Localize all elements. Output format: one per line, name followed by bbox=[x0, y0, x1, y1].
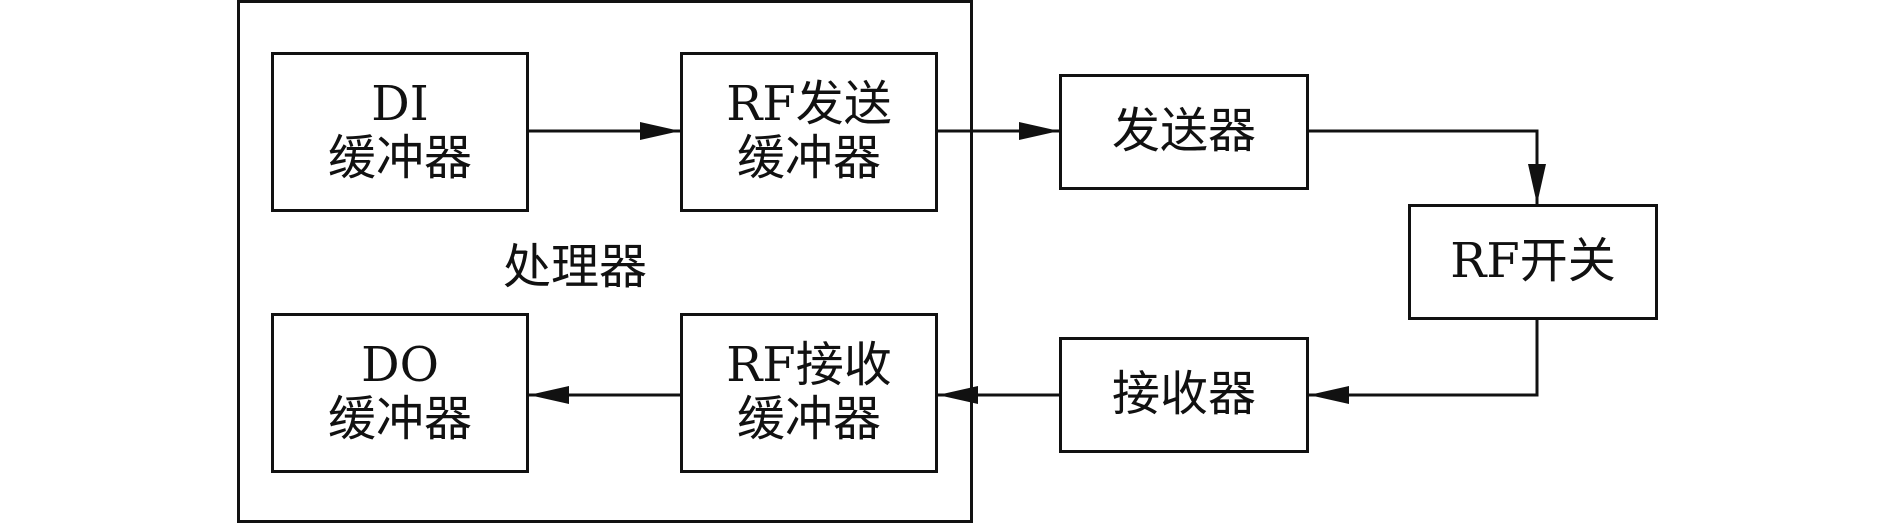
arrow-transmitter-to-rf-switch bbox=[1309, 129, 1546, 204]
rf-receive-buffer-block: RF接收 缓冲器 bbox=[680, 313, 938, 473]
rf-send-buffer-block: RF发送 缓冲器 bbox=[680, 52, 938, 212]
rf-receive-buffer-line1: RF接收 bbox=[726, 337, 892, 394]
rf-send-buffer-line1: RF发送 bbox=[726, 76, 892, 133]
rf-switch-block: RF开关 bbox=[1408, 204, 1658, 320]
do-buffer-block: DO 缓冲器 bbox=[271, 313, 529, 473]
receiver-label: 接收器 bbox=[1111, 366, 1256, 423]
rf-switch-label: RF开关 bbox=[1450, 233, 1616, 290]
arrow-rf-switch-to-receiver bbox=[1309, 320, 1539, 404]
rf-receive-buffer-line2: 缓冲器 bbox=[736, 391, 881, 447]
do-buffer-line1: DO bbox=[361, 337, 439, 394]
receiver-block: 接收器 bbox=[1059, 337, 1309, 453]
di-buffer-line1: DI bbox=[371, 76, 429, 133]
di-buffer-line2: 缓冲器 bbox=[327, 130, 472, 186]
do-buffer-line2: 缓冲器 bbox=[327, 391, 472, 447]
transmitter-block: 发送器 bbox=[1059, 74, 1309, 190]
processor-label: 处理器 bbox=[503, 239, 648, 295]
transmitter-label: 发送器 bbox=[1111, 103, 1256, 160]
di-buffer-block: DI 缓冲器 bbox=[271, 52, 529, 212]
rf-send-buffer-line2: 缓冲器 bbox=[736, 130, 881, 186]
processor-frame bbox=[237, 0, 973, 523]
